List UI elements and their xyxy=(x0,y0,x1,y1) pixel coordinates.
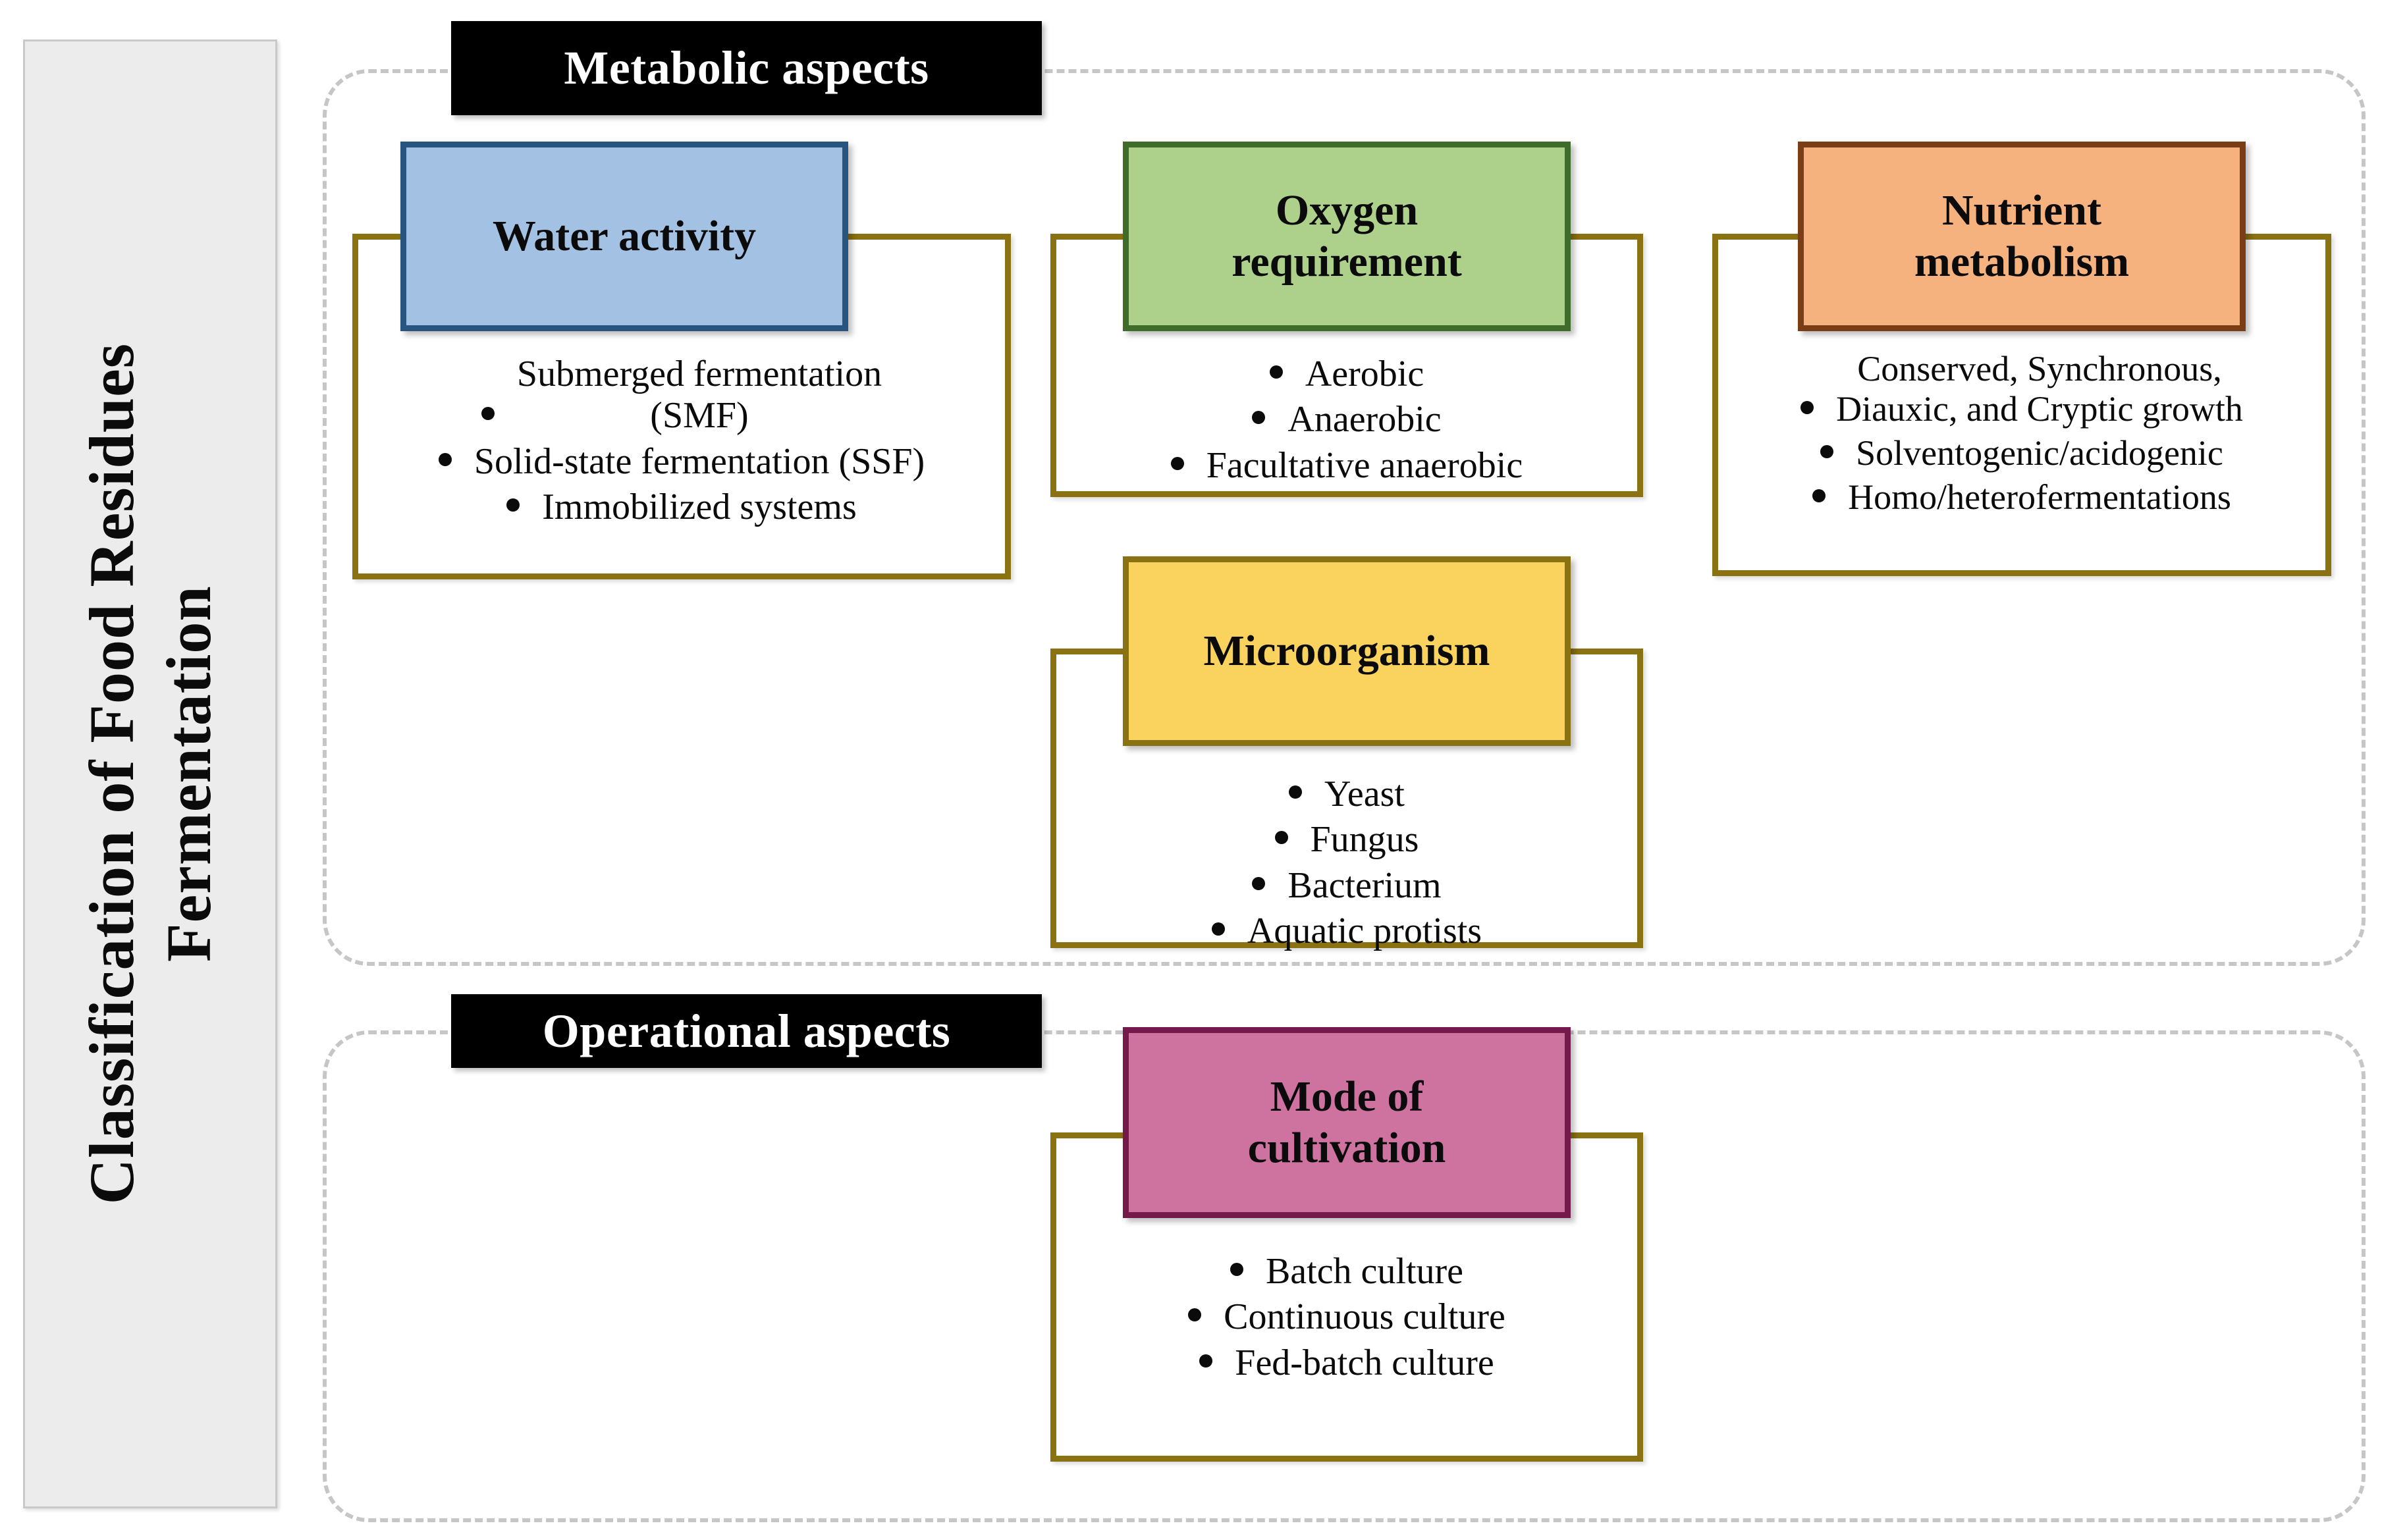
bullet-dot-icon xyxy=(1274,831,1288,845)
bullet-dot-icon xyxy=(1188,1308,1202,1322)
list-item: Fed-batch culture xyxy=(1060,1342,1634,1384)
list-item: Aquatic protists xyxy=(1060,911,1634,952)
list-item: Facultative anaerobic xyxy=(1060,445,1634,487)
unit-microorganism-list: Yeast Fungus Bacterium Aquatic protists xyxy=(1060,774,1634,956)
unit-oxygen-requirement-list: Aerobic Anaerobic Facultative anaerobic xyxy=(1060,354,1634,491)
bullet-dot-icon xyxy=(1230,1263,1243,1277)
bullet-dot-icon xyxy=(1252,411,1266,425)
list-item: Submerged fermentation (SMF) xyxy=(362,354,1002,437)
diagram-side-title-text: Classification of Food Residues Fermenta… xyxy=(73,343,227,1204)
list-item: Conserved, Synchronous, Diauxic, and Cry… xyxy=(1721,349,2322,429)
unit-water-activity-list: Submerged fermentation (SMF) Solid-state… xyxy=(362,354,1002,532)
bullet-dot-icon xyxy=(1812,489,1826,502)
bullet-dot-icon xyxy=(1269,365,1283,379)
list-item: Immobilized systems xyxy=(362,487,1002,528)
bullet-dot-icon xyxy=(1199,1354,1213,1367)
list-item: Yeast xyxy=(1060,774,1634,815)
unit-microorganism: Microorganism Yeast Fungus Bacterium Aqu… xyxy=(1050,556,1643,951)
list-item: Solid-state fermentation (SSF) xyxy=(362,441,1002,483)
diagram-side-title-panel: Classification of Food Residues Fermenta… xyxy=(23,40,277,1508)
list-item: Bacterium xyxy=(1060,865,1634,907)
list-item: Aerobic xyxy=(1060,354,1634,395)
unit-nutrient-metabolism: Nutrient metabolism Conserved, Synchrono… xyxy=(1712,142,2331,576)
banner-operational-aspects: Operational aspects xyxy=(451,994,1042,1068)
bullet-dot-icon xyxy=(506,498,520,512)
group-metabolic-aspects xyxy=(323,69,2366,966)
unit-water-activity-title: Water activity xyxy=(400,142,848,331)
unit-nutrient-metabolism-title: Nutrient metabolism xyxy=(1798,142,2246,331)
bullet-dot-icon xyxy=(1820,444,1834,458)
unit-nutrient-metabolism-list: Conserved, Synchronous, Diauxic, and Cry… xyxy=(1721,349,2322,521)
unit-oxygen-requirement-title: Oxygen requirement xyxy=(1123,142,1571,331)
list-item: Anaerobic xyxy=(1060,399,1634,440)
bullet-dot-icon xyxy=(1800,400,1814,414)
unit-mode-of-cultivation-list: Batch culture Continuous culture Fed-bat… xyxy=(1060,1251,1634,1388)
bullet-dot-icon xyxy=(1211,922,1225,936)
unit-mode-of-cultivation: Mode of cultivation Batch culture Contin… xyxy=(1050,1027,1643,1462)
bullet-dot-icon xyxy=(481,407,495,421)
list-item: Homo/heterofermentations xyxy=(1721,477,2322,518)
unit-water-activity: Water activity Submerged fermentation (S… xyxy=(352,142,1011,579)
bullet-dot-icon xyxy=(1170,456,1184,470)
list-item: Solventogenic/acidogenic xyxy=(1721,433,2322,473)
side-title-line-2: Fermentation xyxy=(153,585,225,963)
bullet-dot-icon xyxy=(1252,876,1266,890)
list-item: Continuous culture xyxy=(1060,1296,1634,1338)
unit-microorganism-title: Microorganism xyxy=(1123,556,1571,746)
bullet-dot-icon xyxy=(1289,785,1303,799)
list-item: Fungus xyxy=(1060,819,1634,861)
list-item: Batch culture xyxy=(1060,1251,1634,1292)
side-title-line-1: Classification of Food Residues xyxy=(76,343,147,1205)
bullet-dot-icon xyxy=(438,452,452,466)
unit-oxygen-requirement: Oxygen requirement Aerobic Anaerobic Fac… xyxy=(1050,142,1643,497)
unit-mode-of-cultivation-title: Mode of cultivation xyxy=(1123,1027,1571,1218)
banner-metabolic-aspects: Metabolic aspects xyxy=(451,21,1042,115)
